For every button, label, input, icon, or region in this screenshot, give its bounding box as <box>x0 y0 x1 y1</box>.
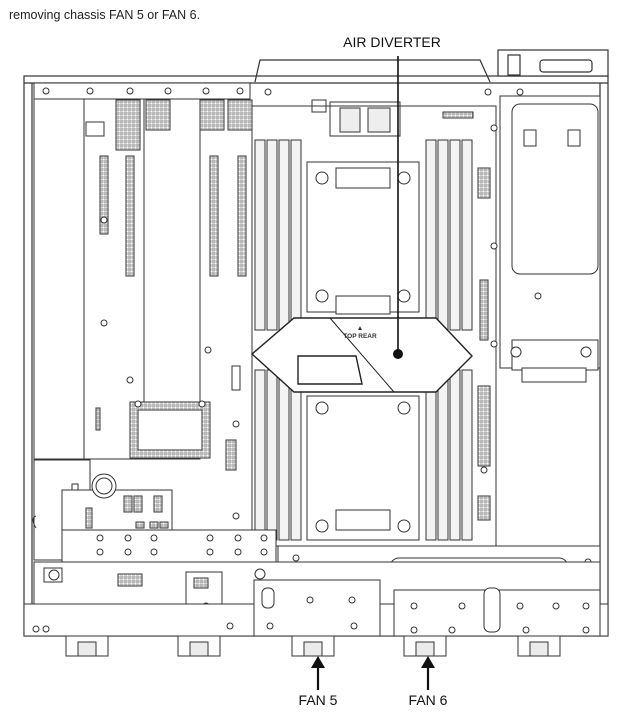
fan-connector-6 <box>403 635 447 657</box>
air-diverter-label: AIR DIVERTER <box>343 34 441 50</box>
fan-connector-7 <box>517 635 561 657</box>
motherboard <box>225 105 498 547</box>
pcie-riser-left <box>33 98 253 460</box>
callout-fan5: FAN 5 <box>299 656 338 708</box>
fan5-label: FAN 5 <box>299 692 338 708</box>
top-rear-label: TOP REAR <box>343 333 377 340</box>
fan-connector-1 <box>65 635 109 657</box>
fan-connector-5 <box>291 635 335 657</box>
rear-io-strip <box>33 82 524 137</box>
air-diverter: TOP REAR <box>250 317 473 393</box>
fan-connector-2 <box>177 635 221 657</box>
power-supply-bay <box>499 95 601 383</box>
fan-modules <box>23 579 609 657</box>
fan6-label: FAN 6 <box>409 692 448 708</box>
callout-fan6: FAN 6 <box>409 656 448 708</box>
caption-text: removing chassis FAN 5 or FAN 6. <box>9 8 201 22</box>
callout-air-diverter: AIR DIVERTER <box>343 34 441 359</box>
